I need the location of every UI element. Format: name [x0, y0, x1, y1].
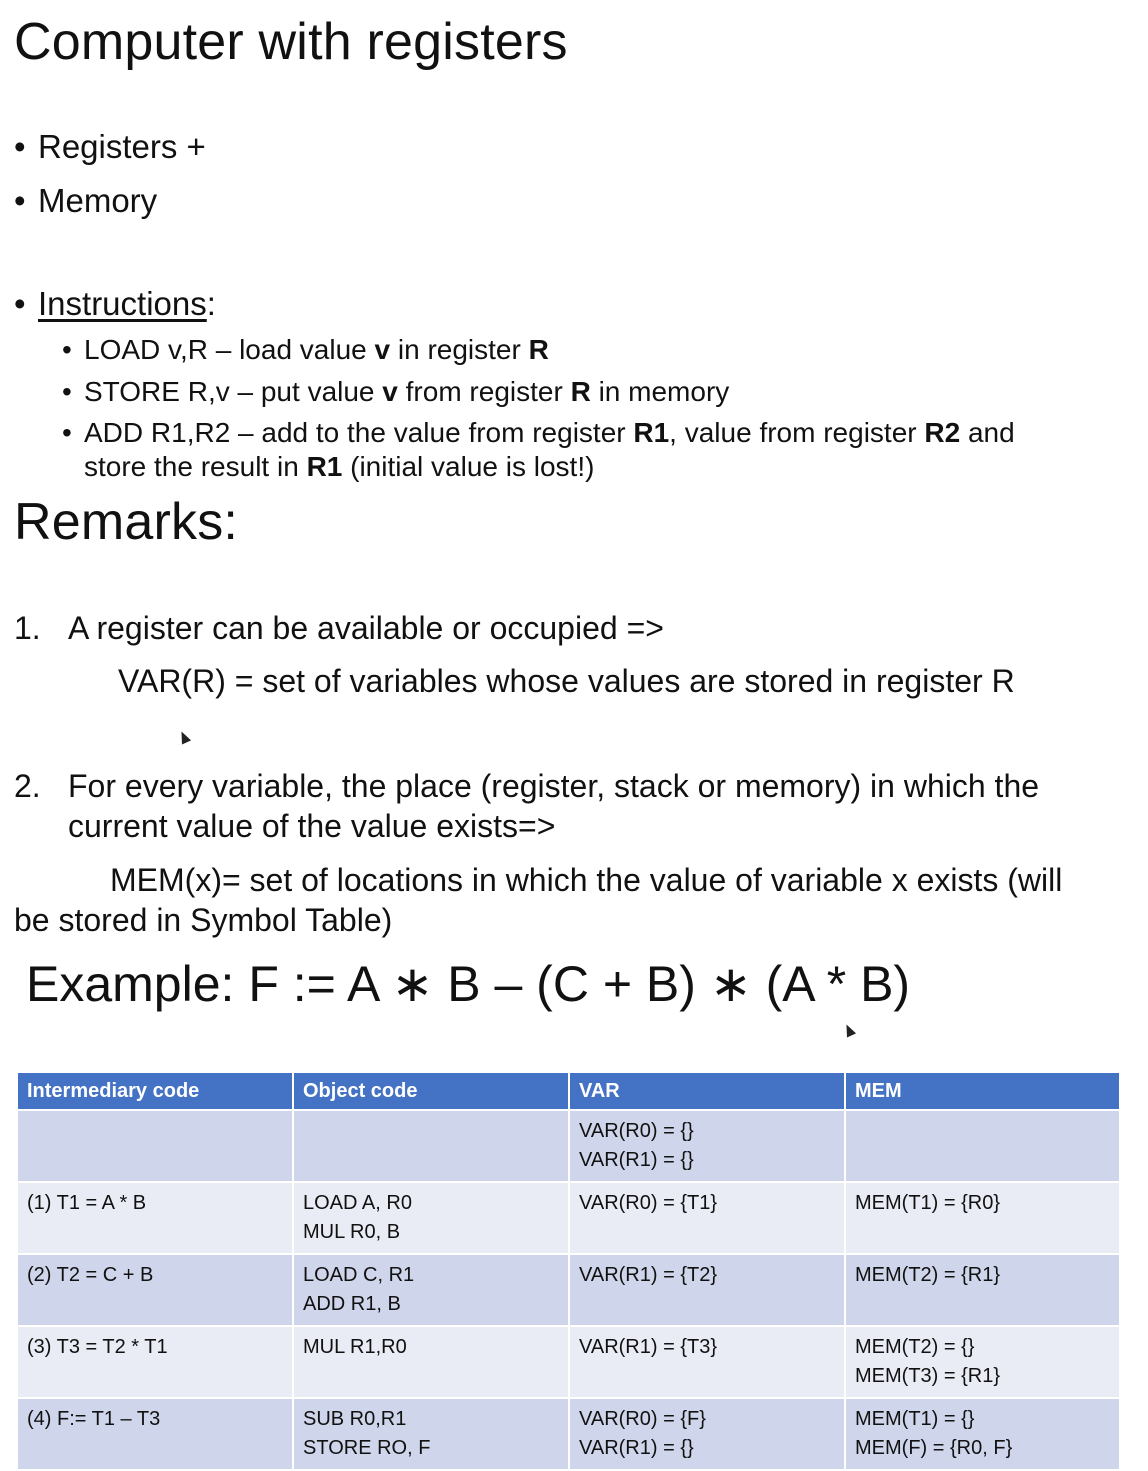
remark-2-line2: current value of the value exists=> — [68, 808, 556, 844]
bullet-memory: •Memory — [14, 182, 158, 219]
bullet-dot: • — [14, 285, 26, 322]
instruction-load: •LOAD v,R – load value v in register R — [62, 334, 549, 365]
table-header-row: Intermediary code Object code VAR MEM — [16, 1071, 1121, 1111]
remarks-title: Remarks: — [14, 493, 239, 551]
instructions-heading: Instructions — [38, 285, 207, 322]
header-var: VAR — [568, 1071, 846, 1111]
cell-var: VAR(R0) = {F} VAR(R1) = {} — [568, 1397, 846, 1471]
mem-definition-line1: MEM(x)= set of locations in which the va… — [110, 862, 1063, 898]
cell-object: MUL R1,R0 — [292, 1325, 570, 1399]
cell-intermediary: (3) T3 = T2 * T1 — [16, 1325, 294, 1399]
cell-var: VAR(R1) = {T2} — [568, 1253, 846, 1327]
mem-definition-line2: be stored in Symbol Table) — [14, 902, 393, 938]
bullet-registers: •Registers + — [14, 128, 206, 165]
cell-var: VAR(R1) = {T3} — [568, 1325, 846, 1399]
cell-object — [292, 1109, 570, 1183]
remark-2-line1: For every variable, the place (register,… — [68, 768, 1040, 804]
cell-intermediary: (4) F:= T1 – T3 — [16, 1397, 294, 1471]
cell-intermediary: (2) T2 = C + B — [16, 1253, 294, 1327]
bullet-dot: • — [14, 128, 26, 165]
cell-mem: MEM(T2) = {} MEM(T3) = {R1} — [844, 1325, 1121, 1399]
cell-object: SUB R0,R1 STORE RO, F — [292, 1397, 570, 1471]
bullet-dot: • — [14, 182, 26, 219]
cell-var: VAR(R0) = {T1} — [568, 1181, 846, 1255]
remark-1-number: 1. — [14, 610, 41, 646]
table-row: (3) T3 = T2 * T1 MUL R1,R0 VAR(R1) = {T3… — [16, 1325, 1121, 1399]
header-intermediary-code: Intermediary code — [16, 1071, 294, 1111]
page-title: Computer with registers — [14, 13, 568, 71]
table-row: (2) T2 = C + B LOAD C, R1 ADD R1, B VAR(… — [16, 1253, 1121, 1327]
instruction-add: •ADD R1,R2 – add to the value from regis… — [62, 417, 1015, 482]
cell-mem — [844, 1109, 1121, 1183]
mouse-pointer-icon — [176, 729, 192, 745]
example-expression: Example: F := A ∗ B – (C + B) ∗ (A * B) — [26, 956, 911, 1012]
cell-object: LOAD A, R0 MUL R0, B — [292, 1181, 570, 1255]
remark-2-number: 2. — [14, 768, 41, 804]
cell-var: VAR(R0) = {} VAR(R1) = {} — [568, 1109, 846, 1183]
table-row: (4) F:= T1 – T3 SUB R0,R1 STORE RO, F VA… — [16, 1397, 1121, 1471]
cell-mem: MEM(T1) = {R0} — [844, 1181, 1121, 1255]
mouse-pointer-icon — [841, 1022, 857, 1038]
table-row: VAR(R0) = {} VAR(R1) = {} — [16, 1109, 1121, 1183]
register-allocation-table: Intermediary code Object code VAR MEM VA… — [16, 1071, 1121, 1471]
remark-1-text: A register can be available or occupied … — [68, 610, 664, 646]
cell-intermediary: (1) T1 = A * B — [16, 1181, 294, 1255]
table-row: (1) T1 = A * B LOAD A, R0 MUL R0, B VAR(… — [16, 1181, 1121, 1255]
cell-object: LOAD C, R1 ADD R1, B — [292, 1253, 570, 1327]
instruction-store: •STORE R,v – put value v from register R… — [62, 376, 730, 407]
cell-mem: MEM(T1) = {} MEM(F) = {R0, F} — [844, 1397, 1121, 1471]
cell-intermediary — [16, 1109, 294, 1183]
header-mem: MEM — [844, 1071, 1121, 1111]
header-object-code: Object code — [292, 1071, 570, 1111]
bullet-instructions: •Instructions: — [14, 285, 216, 322]
var-definition: VAR(R) = set of variables whose values a… — [118, 663, 1015, 699]
cell-mem: MEM(T2) = {R1} — [844, 1253, 1121, 1327]
